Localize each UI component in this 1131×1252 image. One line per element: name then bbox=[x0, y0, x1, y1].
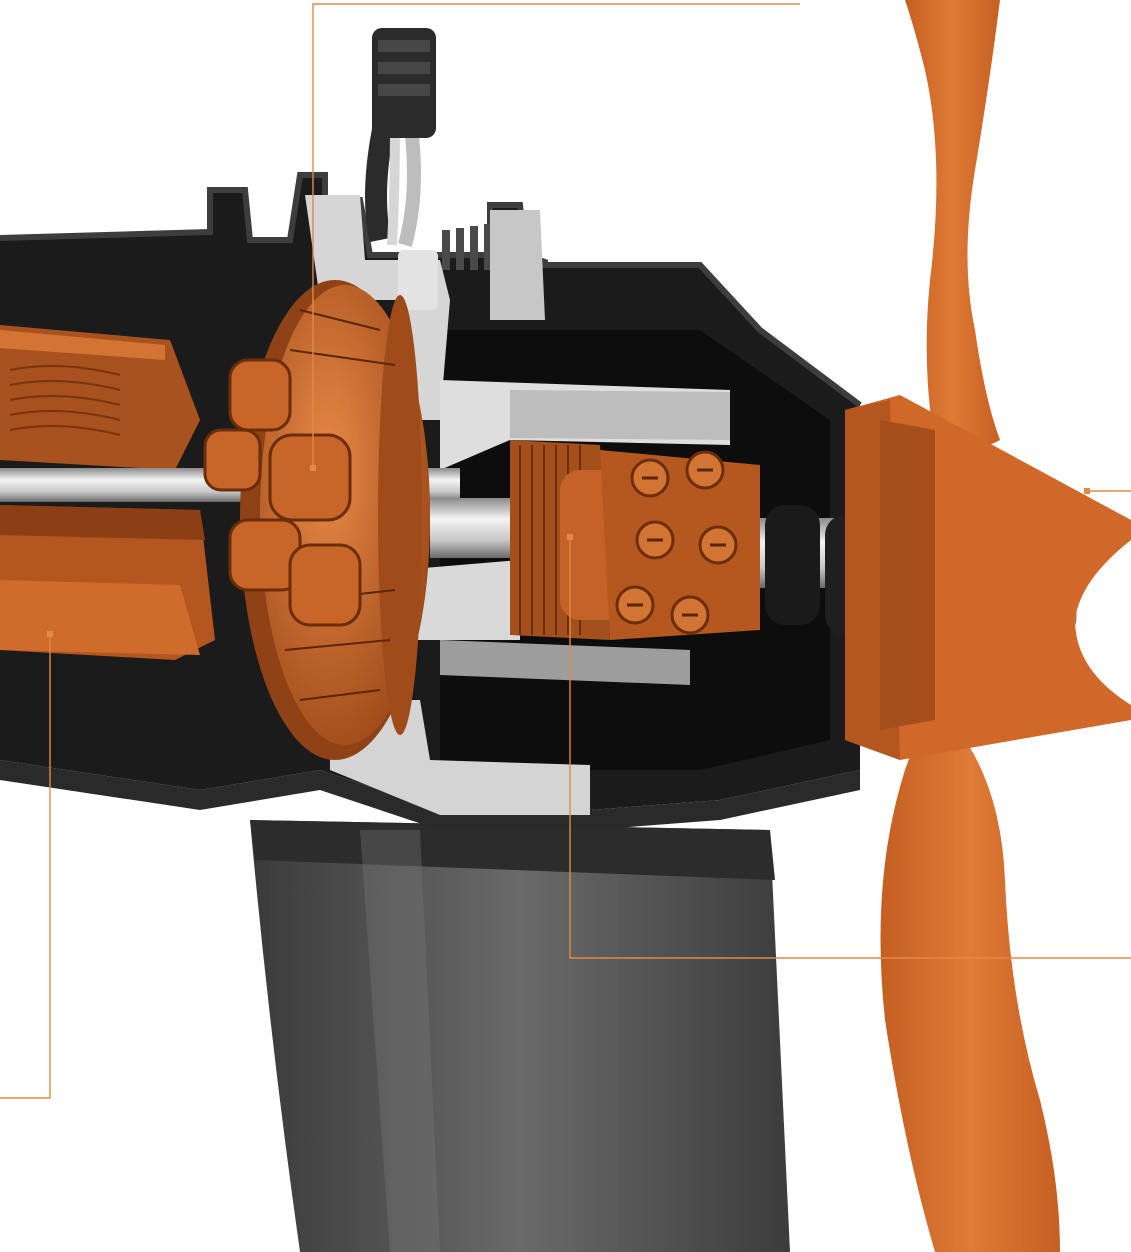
callout-dot-stator bbox=[47, 631, 53, 637]
callout-dot-propeller bbox=[1084, 488, 1090, 494]
rotor-electronics-board bbox=[203, 280, 430, 760]
callout-dots bbox=[47, 465, 1090, 637]
callout-line-stator bbox=[0, 634, 51, 1099]
callout-lines bbox=[0, 3, 1131, 1099]
capacitors bbox=[203, 358, 362, 627]
propeller bbox=[845, 0, 1131, 1252]
callout-dot-gearbox bbox=[567, 534, 573, 540]
gearbox bbox=[510, 440, 760, 640]
callout-line-gearbox bbox=[569, 537, 1131, 959]
callout-dot-electronics bbox=[310, 465, 316, 471]
callout-line-electronics bbox=[312, 3, 800, 468]
skeg-fin bbox=[250, 820, 790, 1252]
power-cable bbox=[365, 28, 438, 310]
